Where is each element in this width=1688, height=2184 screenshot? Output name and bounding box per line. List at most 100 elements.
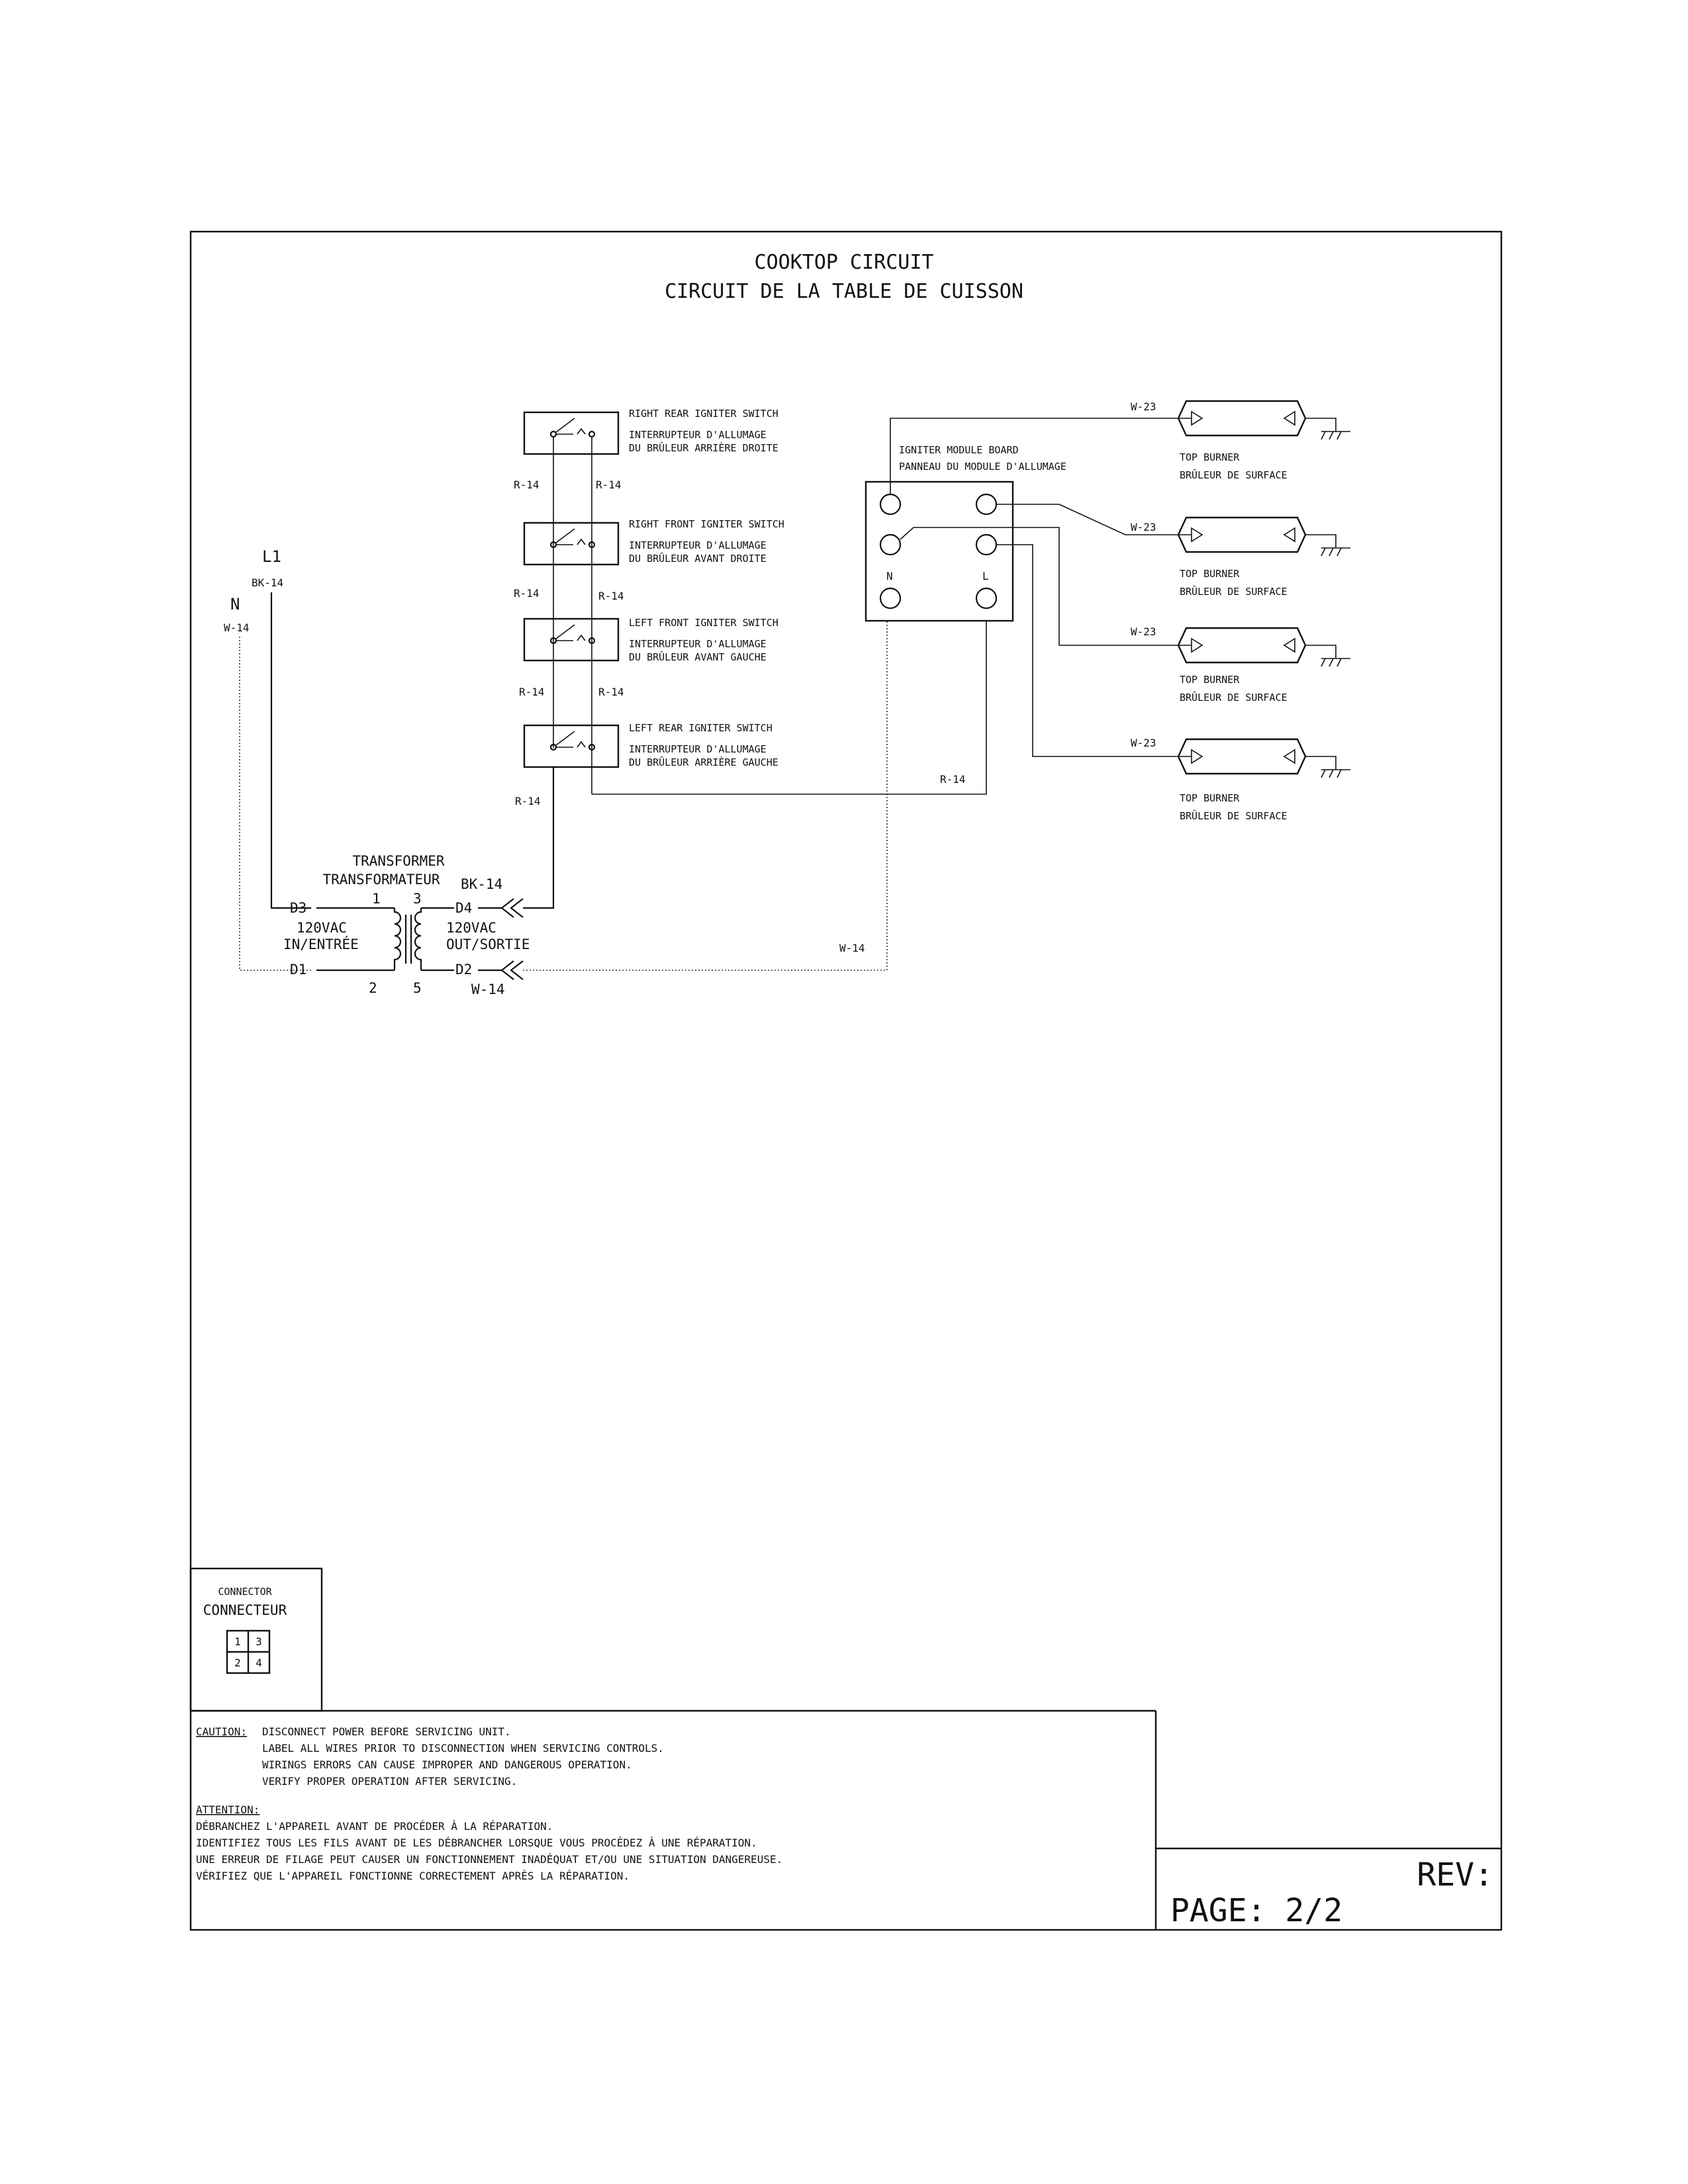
- switch-fr1: INTERRUPTEUR D'ALLUMAGE: [629, 429, 767, 441]
- l1-wire: [270, 592, 311, 909]
- lead-burner-2: [996, 504, 1176, 535]
- electrode-icon-left: [1176, 527, 1203, 543]
- connector-label-fr: CONNECTEUR: [203, 1602, 287, 1618]
- pin-2: 2: [369, 980, 377, 996]
- electrode-icon-right: [1283, 410, 1295, 426]
- switch-arm: [553, 624, 575, 641]
- switch-left-rear: LEFT REAR IGNITER SWITCH INTERRUPTEUR D'…: [523, 722, 778, 768]
- electrode-icon-left: [1176, 637, 1203, 653]
- r14-label-1: R-14: [514, 478, 539, 491]
- burner-name-fr: BRÛLEUR DE SURFACE: [1180, 809, 1288, 822]
- w23-label-1: W-23: [1131, 400, 1156, 413]
- switch-contact-mark: [577, 741, 586, 748]
- connector-cell-2: 2: [234, 1657, 241, 1669]
- burner-body: [1177, 627, 1307, 664]
- burner-name: TOP BURNER: [1180, 451, 1240, 463]
- r14-label-6: R-14: [598, 686, 624, 698]
- attention-line-4: VÉRIFIEZ QUE L'APPAREIL FONCTIONNE CORRE…: [196, 1870, 630, 1882]
- switch-name: RIGHT FRONT IGNITER SWITCH: [629, 518, 784, 530]
- input-voltage: 120VAC: [297, 920, 347, 936]
- switch-terminal-b: [588, 430, 596, 438]
- w23-label-2: W-23: [1131, 521, 1156, 533]
- module-terminal-2: [975, 493, 998, 516]
- d3-label: D3: [290, 900, 306, 916]
- switch-name: LEFT FRONT IGNITER SWITCH: [629, 617, 778, 629]
- switch-right-front: RIGHT FRONT IGNITER SWITCH INTERRUPTEUR …: [523, 518, 784, 566]
- burners: TOP BURNER BRÛLEUR DE SURFACE TOP BURNER…: [1176, 400, 1350, 822]
- pin-3: 3: [413, 891, 422, 907]
- burner-body: [1177, 516, 1307, 553]
- secondary-coil: [414, 908, 422, 970]
- module-terminal-1: [879, 493, 902, 516]
- title-block: REV: PAGE: 2/2: [1156, 1847, 1501, 1929]
- switch-right-rear: RIGHT REAR IGNITER SWITCH INTERRUPTEUR D…: [523, 408, 778, 455]
- r14-label-5: R-14: [519, 686, 545, 698]
- output-voltage: 120VAC: [446, 920, 496, 936]
- burner-4: TOP BURNER BRÛLEUR DE SURFACE: [1176, 738, 1350, 822]
- r14-label-7: R-14: [515, 795, 541, 807]
- switch-body: [523, 411, 620, 455]
- pin-1: 1: [372, 891, 381, 907]
- d2-label: D2: [455, 962, 472, 978]
- r14-label-4: R-14: [598, 590, 624, 602]
- r14-module-label: R-14: [940, 773, 966, 786]
- n-wire-label: W-14: [224, 621, 250, 634]
- attention-line-3: UNE ERREUR DE FILAGE PEUT CAUSER UN FONC…: [196, 1853, 782, 1866]
- switch-fr1: INTERRUPTEUR D'ALLUMAGE: [629, 638, 767, 650]
- switch-fr1: INTERRUPTEUR D'ALLUMAGE: [629, 743, 767, 755]
- title-en: COOKTOP CIRCUIT: [755, 251, 934, 274]
- burner-name-fr: BRÛLEUR DE SURFACE: [1180, 469, 1288, 481]
- electrode-icon-right: [1283, 527, 1295, 543]
- burner-name-fr: BRÛLEUR DE SURFACE: [1180, 691, 1288, 704]
- connector-legend: CONNECTOR CONNECTEUR 1 3 2 4: [189, 1567, 323, 1712]
- connector-cell-3: 3: [256, 1635, 262, 1648]
- supply-lines: L1 BK-14 N W-14: [224, 547, 311, 971]
- r14-to-module-l: [592, 606, 987, 795]
- igniter-switches: RIGHT REAR IGNITER SWITCH INTERRUPTEUR D…: [514, 408, 784, 807]
- input-label: IN/ENTRÉE: [283, 936, 359, 952]
- transformer-label: TRANSFORMER: [352, 853, 444, 869]
- ground-icon: [1321, 431, 1350, 440]
- n-wire: [239, 637, 311, 971]
- burner-name-fr: BRÛLEUR DE SURFACE: [1180, 585, 1288, 598]
- transformer-label-fr: TRANSFORMATEUR: [322, 872, 440, 887]
- module-terminal-4: [975, 533, 998, 556]
- switch-contact-mark: [577, 428, 586, 435]
- burner-body: [1177, 738, 1307, 775]
- burner-3: TOP BURNER BRÛLEUR DE SURFACE: [1176, 627, 1350, 704]
- switch-contact-mark: [577, 634, 586, 641]
- electrode-icon-right: [1283, 637, 1295, 653]
- electrode-icon-left: [1176, 410, 1203, 426]
- attention-label: ATTENTION:: [196, 1803, 259, 1816]
- burner-body: [1177, 400, 1307, 437]
- r14-label-3: R-14: [514, 587, 539, 600]
- bk14-secondary-wire: [523, 748, 555, 909]
- switch-fr2: DU BRÛLEUR ARRIÈRE GAUCHE: [629, 756, 778, 768]
- output-label: OUT/SORTIE: [446, 936, 530, 952]
- lead-burner-1: [890, 418, 1176, 494]
- ground-icon: [1321, 769, 1350, 778]
- module-n-label: N: [886, 570, 893, 582]
- d4-label: D4: [455, 900, 472, 916]
- ground-icon: [1321, 547, 1350, 557]
- w14-wire-label: W-14: [839, 942, 865, 954]
- attention-line-1: DÉBRANCHEZ L'APPAREIL AVANT DE PROCÉDER …: [196, 1820, 553, 1833]
- connector-cell-4: 4: [256, 1657, 262, 1669]
- w14-output-label: W-14: [471, 981, 505, 997]
- transformer: TRANSFORMER TRANSFORMATEUR BK-14 1 3 D3 …: [283, 853, 530, 997]
- caution-line-4: VERIFY PROPER OPERATION AFTER SERVICING.: [262, 1775, 517, 1788]
- burner-2: TOP BURNER BRÛLEUR DE SURFACE: [1176, 516, 1350, 598]
- switch-body: [523, 724, 620, 768]
- switch-terminal-a: [549, 430, 557, 438]
- ground-lead: [1305, 534, 1336, 548]
- rev-label: REV:: [1417, 1856, 1493, 1893]
- ground-icon: [1321, 658, 1350, 667]
- switch-name: LEFT REAR IGNITER SWITCH: [629, 722, 773, 734]
- w23-label-4: W-23: [1131, 737, 1156, 749]
- electrode-icon-right: [1283, 749, 1295, 764]
- switch-left-front: LEFT FRONT IGNITER SWITCH INTERRUPTEUR D…: [523, 617, 778, 663]
- module-terminal-3: [879, 533, 902, 556]
- ground-lead: [1305, 418, 1336, 432]
- switch-fr2: DU BRÛLEUR AVANT GAUCHE: [629, 651, 767, 663]
- d4-connector-icon: [500, 898, 524, 918]
